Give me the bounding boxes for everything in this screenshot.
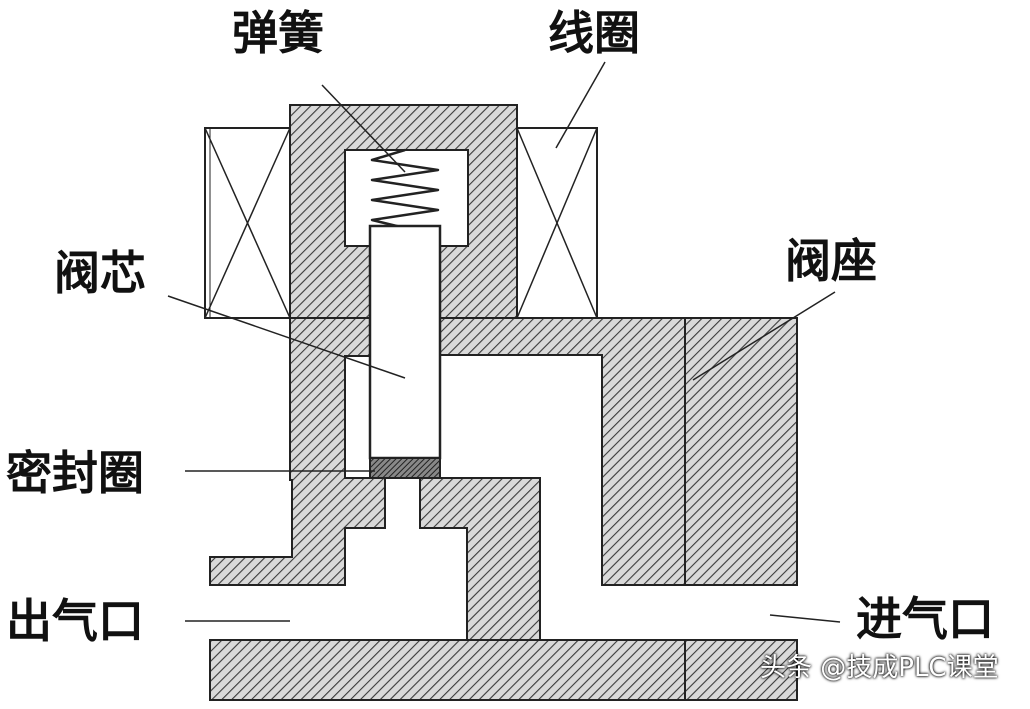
label-coil: 线圈 <box>548 6 640 60</box>
valve-body <box>209 317 386 586</box>
label-inlet: 进气口 <box>856 592 994 646</box>
coil-left <box>204 127 291 319</box>
label-outlet: 出气口 <box>6 594 144 648</box>
leader-inlet <box>769 614 841 623</box>
plunger <box>368 224 442 460</box>
leader-spring <box>321 84 406 173</box>
label-valve-seat: 阀座 <box>785 234 877 288</box>
leader-valve-core <box>167 295 406 379</box>
watermark: 头条 @技成PLC课堂 <box>760 653 999 683</box>
label-seal-ring: 密封圈 <box>6 446 144 500</box>
coil-right <box>516 127 598 319</box>
label-spring: 弹簧 <box>232 6 324 60</box>
leader-coil <box>555 61 606 149</box>
bottom-plate <box>209 639 798 701</box>
valve-nozzle-block <box>419 477 541 641</box>
seal-ring-shape <box>369 457 441 479</box>
leader-valve-seat <box>692 291 836 381</box>
spring <box>370 148 440 230</box>
label-valve-core: 阀芯 <box>54 246 146 300</box>
